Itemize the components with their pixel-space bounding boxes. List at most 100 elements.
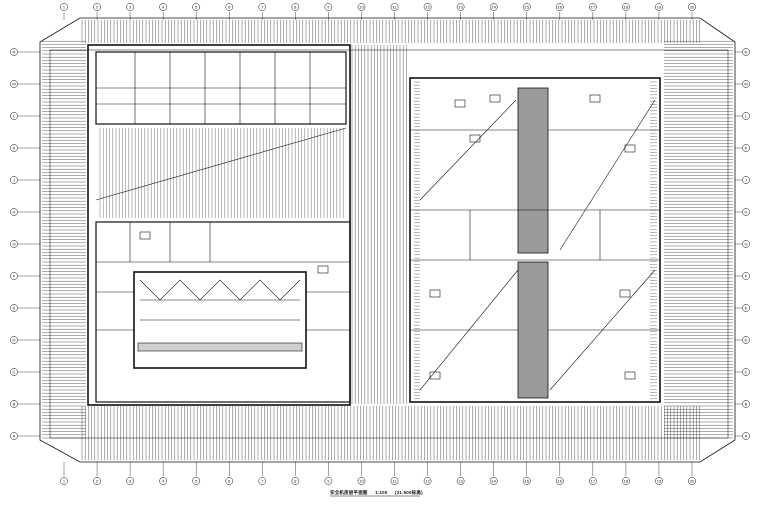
column-axis-bubble xyxy=(522,3,531,11)
column-axis-label: 11 xyxy=(392,479,397,484)
row-axis-label: H xyxy=(13,210,16,215)
partition-line xyxy=(95,127,347,201)
equipment-box xyxy=(317,265,329,274)
row-axis-label: G xyxy=(744,242,747,247)
equipment-box xyxy=(624,144,636,153)
column-axis-bubble xyxy=(258,3,267,11)
row-axis-bubble xyxy=(10,400,18,408)
row-axis-label: N xyxy=(745,50,748,55)
column-axis-bubble xyxy=(291,477,300,485)
row-axis-label: L xyxy=(13,114,16,119)
column-axis-label: 20 xyxy=(690,5,695,10)
row-axis-label: C xyxy=(745,370,748,375)
column-axis-label: 16 xyxy=(558,479,563,484)
row-axis-bubble xyxy=(10,368,18,376)
row-axis-bubble xyxy=(10,432,18,440)
column-axis-bubble xyxy=(688,3,696,11)
column-axis-label: 14 xyxy=(491,5,496,10)
row-axis-bubble xyxy=(742,400,750,408)
column-axis-label: 9 xyxy=(327,479,330,484)
partition-line xyxy=(559,99,656,251)
column-axis-bubble xyxy=(522,477,531,485)
column-axis-bubble xyxy=(324,477,333,485)
column-axis-bubble xyxy=(357,3,366,11)
column-axis-bubble xyxy=(291,3,300,11)
column-axis-label: 1 xyxy=(63,5,66,10)
column-axis-bubble xyxy=(423,3,432,11)
column-axis-bubble xyxy=(159,3,168,11)
row-axis-bubble xyxy=(742,432,750,440)
stair-core-lower xyxy=(517,261,549,399)
column-axis-bubble xyxy=(93,477,101,485)
column-axis-label: 18 xyxy=(624,479,629,484)
equipment-box xyxy=(139,231,151,240)
row-axis-label: A xyxy=(745,434,748,439)
row-axis-bubble xyxy=(742,336,750,344)
roof-outline xyxy=(39,17,736,463)
column-axis-bubble xyxy=(324,3,333,11)
partition-line xyxy=(419,99,517,201)
column-axis-bubble xyxy=(588,3,597,11)
column-axis-label: 8 xyxy=(294,5,297,10)
drawing-elevation: (21.500标高) xyxy=(395,490,423,495)
column-axis-label: 10 xyxy=(359,5,364,10)
column-axis-label: 18 xyxy=(624,5,629,10)
column-axis-bubble xyxy=(225,477,234,485)
drawing-name: 安全机房层平面图 xyxy=(330,490,368,495)
row-axis-bubble xyxy=(10,112,18,120)
column-axis-label: 2 xyxy=(96,479,99,484)
row-axis-bubble xyxy=(742,208,750,216)
equipment-box xyxy=(469,134,481,143)
column-axis-bubble xyxy=(126,3,134,11)
row-axis-label: B xyxy=(13,402,16,407)
row-axis-bubble xyxy=(10,272,18,280)
equipment-box xyxy=(619,289,631,298)
column-axis-label: 10 xyxy=(359,479,364,484)
row-axis-bubble xyxy=(10,336,18,344)
row-axis-label: C xyxy=(13,370,16,375)
row-axis-bubble xyxy=(742,80,750,88)
row-axis-bubble xyxy=(742,368,750,376)
roof-hatching xyxy=(42,20,733,460)
row-axis-label: M xyxy=(12,82,15,87)
drawing-title: 安全机房层平面图 1:100 (21.500标高) xyxy=(330,490,429,496)
column-axis-label: 20 xyxy=(690,479,695,484)
column-axis-bubble xyxy=(126,477,134,485)
row-axis-label: J xyxy=(13,178,15,183)
row-axis-label: D xyxy=(745,338,748,343)
column-axis-bubble xyxy=(60,477,68,485)
column-axis-bubble xyxy=(588,477,597,485)
column-axis-label: 7 xyxy=(261,479,264,484)
column-axis-bubble xyxy=(357,477,366,485)
column-axis-label: 15 xyxy=(525,5,530,10)
column-axis-label: 12 xyxy=(425,479,430,484)
row-axis-bubble xyxy=(10,176,18,184)
partition-line xyxy=(549,269,656,391)
column-axis-label: 8 xyxy=(294,479,297,484)
row-axis-bubble xyxy=(742,48,750,56)
column-axis-label: 14 xyxy=(491,479,496,484)
column-axis-bubble xyxy=(655,477,663,485)
row-axis-bubble xyxy=(10,304,18,312)
column-axis-bubble xyxy=(622,3,630,11)
room-details xyxy=(95,52,660,402)
column-axis-bubble xyxy=(456,3,465,11)
equipment-box xyxy=(489,94,501,103)
column-axis-label: 7 xyxy=(261,5,264,10)
column-axis-label: 3 xyxy=(129,5,132,10)
column-axis-bubble xyxy=(192,3,201,11)
row-axis-label: B xyxy=(745,402,748,407)
row-axis-bubble xyxy=(742,112,750,120)
column-axis-bubble xyxy=(225,3,234,11)
column-axis-label: 4 xyxy=(162,5,165,10)
row-axis-label: F xyxy=(13,274,16,279)
axis-grid: 1122334455667788991010111112121313141415… xyxy=(10,3,750,485)
column-axis-bubble xyxy=(93,3,101,11)
column-axis-bubble xyxy=(688,477,696,485)
column-axis-label: 6 xyxy=(228,479,231,484)
equipment-box xyxy=(589,94,601,103)
equipment-box xyxy=(624,371,636,380)
column-axis-label: 19 xyxy=(657,5,662,10)
row-axis-label: E xyxy=(13,306,16,311)
